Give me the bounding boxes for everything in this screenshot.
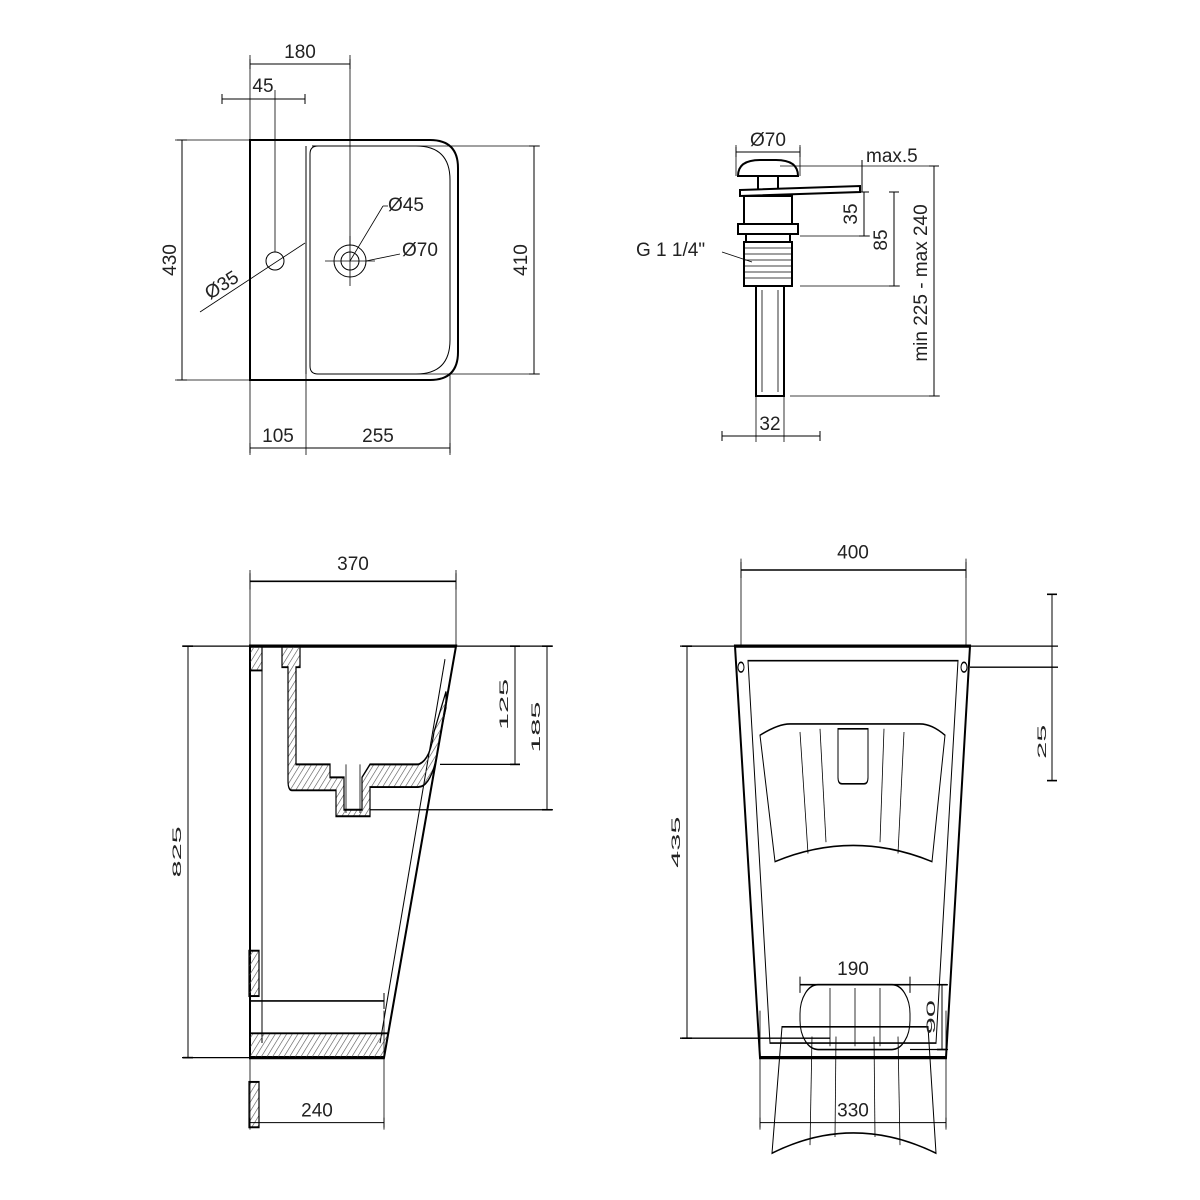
drain-dim-range: min 225 - max 240 <box>911 204 932 361</box>
top-rim <box>249 645 263 672</box>
drain-dim-32: 32 <box>759 414 780 435</box>
side-dim-370: 370 <box>337 554 369 575</box>
front-dim-435: 435 <box>669 816 682 867</box>
side-view: 370 125 185 825 <box>170 554 553 1129</box>
top-view: 180 45 430 410 105 255 Ø45 Ø70 Ø35 <box>160 42 540 455</box>
side-dim-825: 825 <box>170 826 183 877</box>
fixing-screw-left <box>737 661 745 673</box>
dim-dia35: Ø35 <box>201 267 243 304</box>
wall-bracket-2 <box>248 1080 260 1129</box>
pedestal-profile <box>249 644 458 1060</box>
dim-45: 45 <box>252 76 273 97</box>
drain-dim-35: 35 <box>841 203 862 224</box>
dim-dia45: Ø45 <box>388 195 424 216</box>
pedestal-lower-panel <box>771 1026 937 1155</box>
side-dim-240-bottom: 240 <box>301 1101 333 1122</box>
front-dim-25: 25 <box>1035 725 1048 759</box>
side-dim-125: 125 <box>497 679 510 730</box>
dim-255: 255 <box>362 426 394 447</box>
side-dim-185: 185 <box>529 701 542 752</box>
pedestal-inner-wall <box>379 658 446 1044</box>
pedestal-front <box>733 644 972 1060</box>
front-dim-330: 330 <box>837 1101 869 1122</box>
drain-dim-dia70: Ø70 <box>750 130 786 151</box>
drain-cap <box>736 159 800 177</box>
front-dim-190: 190 <box>837 959 869 980</box>
bottom-dimensions: 240 330 <box>249 1057 947 1130</box>
wall-bracket-1 <box>248 949 260 998</box>
front-view: 400 25 435 190 90 <box>669 543 1058 1155</box>
basin-outline <box>249 139 459 381</box>
basin-section <box>281 645 447 818</box>
drain-dim-max5: max.5 <box>866 146 918 167</box>
dim-410: 410 <box>511 244 532 276</box>
basin-rear <box>759 723 946 863</box>
drain-pipe <box>755 285 785 397</box>
drain-body <box>743 195 793 225</box>
fixing-screw-right <box>960 661 968 673</box>
front-dim-400: 400 <box>837 543 869 564</box>
drain-detail: Ø70 max.5 35 85 min 225 - max 240 G 1 1/… <box>636 130 940 442</box>
drain-dim-85: 85 <box>871 229 892 250</box>
front-dim-90: 90 <box>924 1000 937 1034</box>
basin-bowl <box>309 145 451 375</box>
dim-430: 430 <box>160 244 181 276</box>
dim-105: 105 <box>262 426 294 447</box>
drain-thread-label: G 1 1/4" <box>636 240 705 261</box>
dim-dia70: Ø70 <box>402 240 438 261</box>
pedestal-base <box>249 1032 389 1059</box>
dim-180: 180 <box>284 42 316 63</box>
drain-thread <box>743 241 793 287</box>
